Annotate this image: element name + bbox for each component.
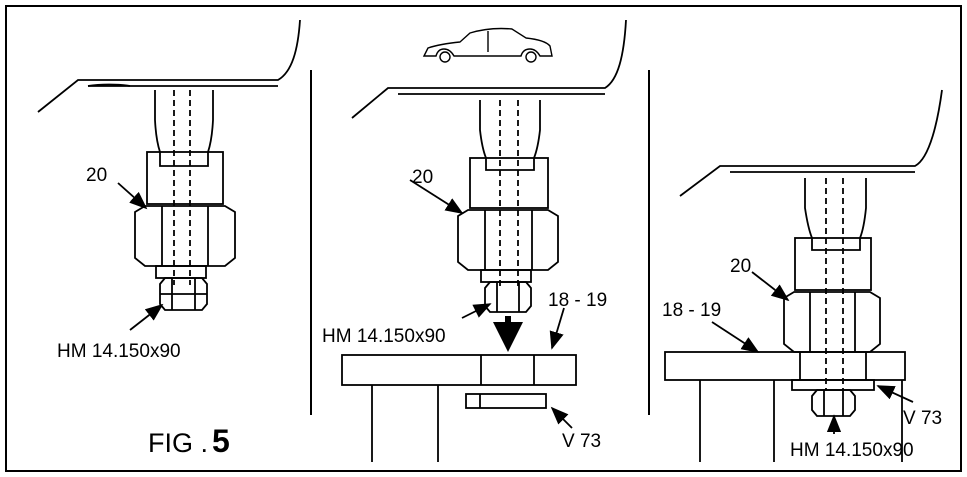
panel-3-label-nut: 20: [730, 256, 751, 277]
figure-frame: [5, 5, 962, 472]
panel-2: [341, 19, 627, 462]
panel-1-label-nut: 20: [86, 165, 107, 186]
panel-2-label-plate: 18 - 19: [548, 290, 607, 311]
panel-1: [37, 19, 301, 331]
car-silhouette-icon: [422, 27, 553, 63]
panel-3-label-bolt: HM 14.150x90: [790, 440, 914, 461]
panel-1-label-bolt: HM 14.150x90: [57, 341, 181, 362]
panel-3-label-plate: 18 - 19: [662, 300, 721, 321]
panel-3-label-spacer: V 73: [903, 408, 942, 429]
panel-2-label-bolt: HM 14.150x90: [322, 326, 446, 347]
figure-caption-prefix: FIG .: [148, 428, 208, 458]
panel-3: [664, 89, 943, 462]
figure-caption: FIG .5: [148, 423, 230, 459]
figure-caption-number: 5: [212, 423, 230, 459]
panel-2-label-nut: 20: [412, 167, 433, 188]
panel-2-label-spacer: V 73: [562, 431, 601, 452]
